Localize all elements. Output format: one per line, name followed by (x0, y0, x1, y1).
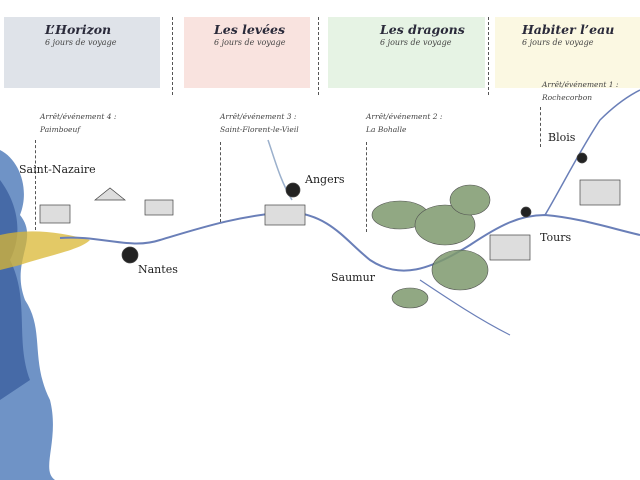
stop-1: Arrêt/événement 1 : Rochecorbon (542, 78, 618, 104)
city-label-tours: Tours (540, 231, 572, 244)
section-panel-dragons: Les dragons 6 jours de voyage (328, 17, 485, 88)
section-divider (488, 17, 489, 95)
river-loire (59, 89, 640, 336)
city-label-saint-nazaire: Saint-Nazaire (19, 163, 96, 176)
section-divider (172, 17, 173, 95)
city-label-angers: Angers (305, 173, 345, 186)
stop-place: La Bohalle (366, 125, 407, 134)
stop-label: Arrêt/événement 3 : (220, 112, 297, 121)
stop-place: Rochecorbon (542, 93, 593, 102)
ocean-watercolor (0, 150, 90, 480)
forest-dragons (371, 184, 491, 309)
section-title: Les dragons (380, 22, 465, 37)
section-title: Les levées (214, 22, 286, 37)
stop-2: Arrêt/événement 2 : La Bohalle (366, 110, 442, 136)
city-label-saumur: Saumur (331, 271, 375, 284)
stop-marker-line (35, 140, 36, 230)
stop-label: Arrêt/événement 2 : (366, 112, 443, 121)
stop-marker-line (540, 107, 541, 147)
section-divider (318, 17, 319, 95)
stop-place: Saint-Florent-le-Vieil (220, 125, 299, 134)
stop-label: Arrêt/événement 4 : (40, 112, 117, 121)
city-label-nantes: Nantes (138, 263, 178, 276)
stop-4: Arrêt/événement 4 : Paimboeuf (40, 110, 116, 136)
section-subtitle: 6 jours de voyage (45, 38, 117, 47)
section-panel-horizon: L’Horizon 6 jours de voyage (4, 17, 160, 88)
stop-marker-line (366, 142, 367, 232)
section-panel-levees: Les levées 6 jours de voyage (184, 17, 310, 88)
section-subtitle: 6 jours de voyage (380, 38, 452, 47)
stop-place: Paimboeuf (40, 125, 81, 134)
stop-3: Arrêt/événement 3 : Saint-Florent-le-Vie… (220, 110, 299, 136)
section-subtitle: 6 jours de voyage (214, 38, 286, 47)
section-subtitle: 6 jours de voyage (522, 38, 594, 47)
city-label-blois: Blois (548, 131, 576, 144)
section-panel-habiter: Habiter l’eau 6 jours de voyage (495, 17, 640, 88)
sketched-towns (39, 152, 621, 264)
section-title: L’Horizon (45, 22, 112, 37)
stop-label: Arrêt/événement 1 : (542, 80, 619, 89)
section-title: Habiter l’eau (522, 22, 615, 37)
stop-marker-line (220, 142, 221, 222)
